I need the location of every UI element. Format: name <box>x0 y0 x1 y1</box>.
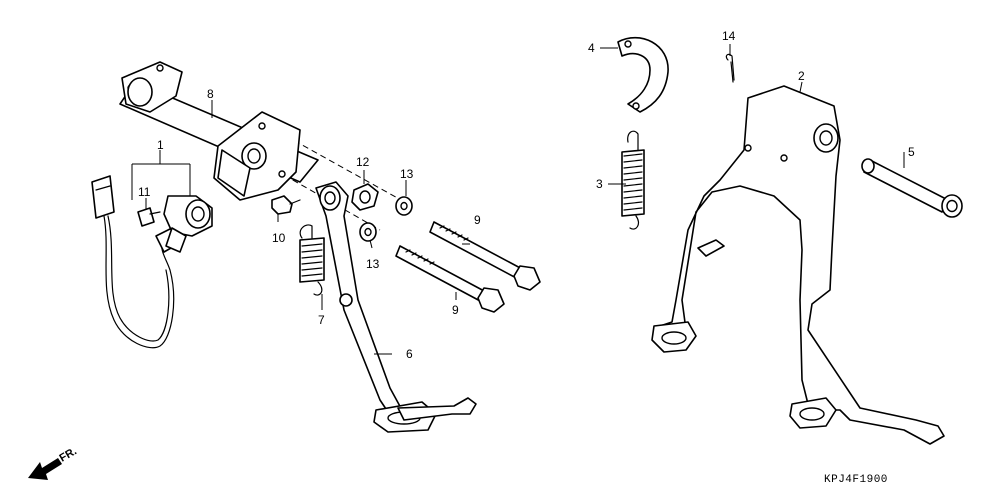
front-label: FR. <box>58 445 79 464</box>
washer-13-upper <box>395 196 413 216</box>
diagram-code: KPJ4F1900 <box>824 474 888 486</box>
callout-9-upper: 9 <box>474 213 481 227</box>
collar-12 <box>351 183 379 211</box>
callout-12: 12 <box>356 155 370 169</box>
side-stand-spring <box>299 224 325 296</box>
cotter-pin <box>725 53 735 83</box>
callout-6: 6 <box>406 347 413 361</box>
washer-13-lower <box>359 222 377 242</box>
pivot-shaft <box>861 158 963 218</box>
callout-10: 10 <box>272 231 286 245</box>
pivot-pipe-assembly <box>119 61 319 201</box>
leader-lines <box>131 44 905 355</box>
front-arrow-icon <box>28 458 62 480</box>
callout-1: 1 <box>157 138 164 152</box>
callout-13-upper: 13 <box>400 167 414 181</box>
callout-4: 4 <box>588 41 595 55</box>
callout-labels: 1 2 3 4 5 6 7 8 9 9 10 11 12 13 13 14 <box>138 29 915 361</box>
callout-8: 8 <box>207 87 214 101</box>
callout-5: 5 <box>908 145 915 159</box>
side-stand-switch <box>91 175 213 349</box>
bolt-9-lower <box>395 245 505 313</box>
stopper-10 <box>271 195 301 215</box>
callout-2: 2 <box>798 69 805 83</box>
callout-13-lower: 13 <box>366 257 380 271</box>
callout-7: 7 <box>318 313 325 327</box>
callout-9-lower: 9 <box>452 303 459 317</box>
main-stand-spring <box>621 130 645 230</box>
callout-11: 11 <box>138 185 151 199</box>
side-stand <box>315 181 477 433</box>
bolt-11 <box>137 207 161 227</box>
callout-14: 14 <box>722 29 736 43</box>
bolt-9-upper <box>429 221 541 291</box>
main-stand <box>651 85 945 445</box>
spring-hook <box>617 37 669 113</box>
callout-3: 3 <box>596 177 603 191</box>
front-direction-indicator: FR. <box>28 445 79 480</box>
